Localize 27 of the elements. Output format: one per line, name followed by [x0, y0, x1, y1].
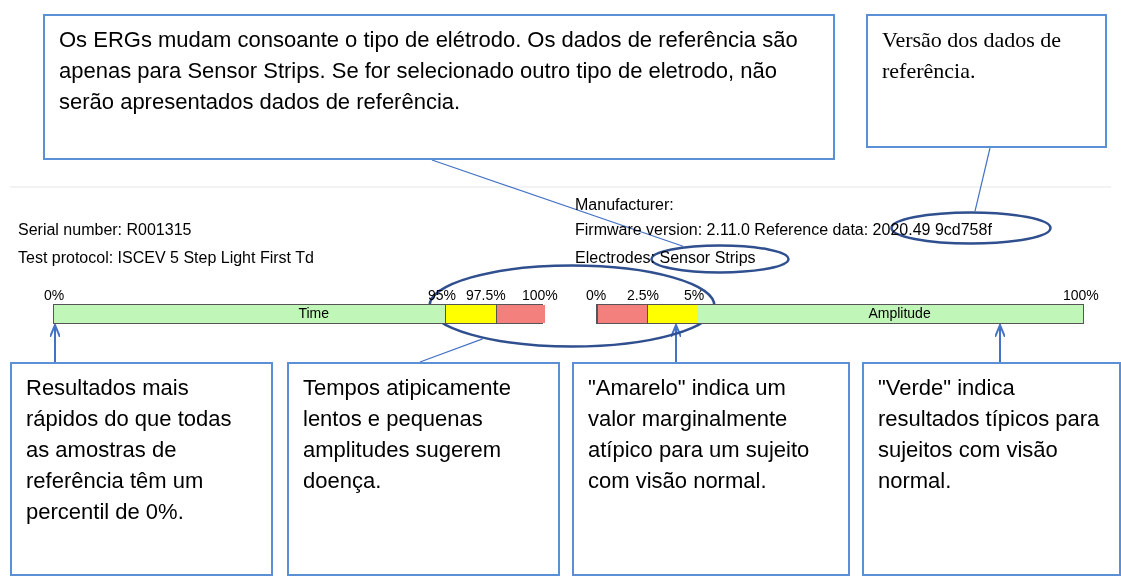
callout-box: "Amarelo" indica um valor marginalmente atípico para um sujeito com visão normal.	[572, 362, 850, 576]
callout-box: "Verde" indica resultados típicos para sujeitos com visão normal.	[862, 362, 1121, 576]
scale-label: 5%	[684, 287, 705, 303]
amplitude-bar	[596, 304, 1084, 324]
highlight-oval	[428, 264, 716, 348]
scale-label: 0%	[44, 287, 65, 303]
callout-box: Versão dos dados de referência.	[866, 14, 1107, 148]
info-text: Serial number: R001315	[18, 221, 192, 239]
time-bar	[53, 304, 543, 324]
info-text: Test protocol: ISCEV 5 Step Light First Td	[18, 249, 314, 267]
leader-line	[419, 338, 484, 363]
leader-line	[431, 159, 684, 247]
leader-line	[974, 147, 991, 212]
scale-label: 100%	[1063, 287, 1099, 303]
info-text: Manufacturer:	[575, 196, 674, 214]
arrow	[670, 324, 682, 363]
scale-label: 2.5%	[627, 287, 659, 303]
callout-box: Tempos atipicamente lentos e pequenas amplitudes sugerem doença.	[287, 362, 560, 576]
arrow	[49, 324, 61, 363]
scale-label: 0%	[586, 287, 607, 303]
bar-label: Amplitude	[868, 305, 931, 322]
scale-label: 97.5%	[466, 287, 506, 303]
arrow	[994, 324, 1006, 363]
callout-box: Os ERGs mudam consoante o tipo de elétrodo. Os dados de referência são apenas para Sensor Strips. Se for selecionado outro tipo de eletrodo, não serão apresentados dados de referência.	[43, 14, 835, 160]
bar-label: Time	[298, 305, 329, 322]
scale-label: 100%	[522, 287, 558, 303]
callout-box: Resultados mais rápidos do que todas as amostras de referência têm um percentil de 0%.	[10, 362, 273, 576]
